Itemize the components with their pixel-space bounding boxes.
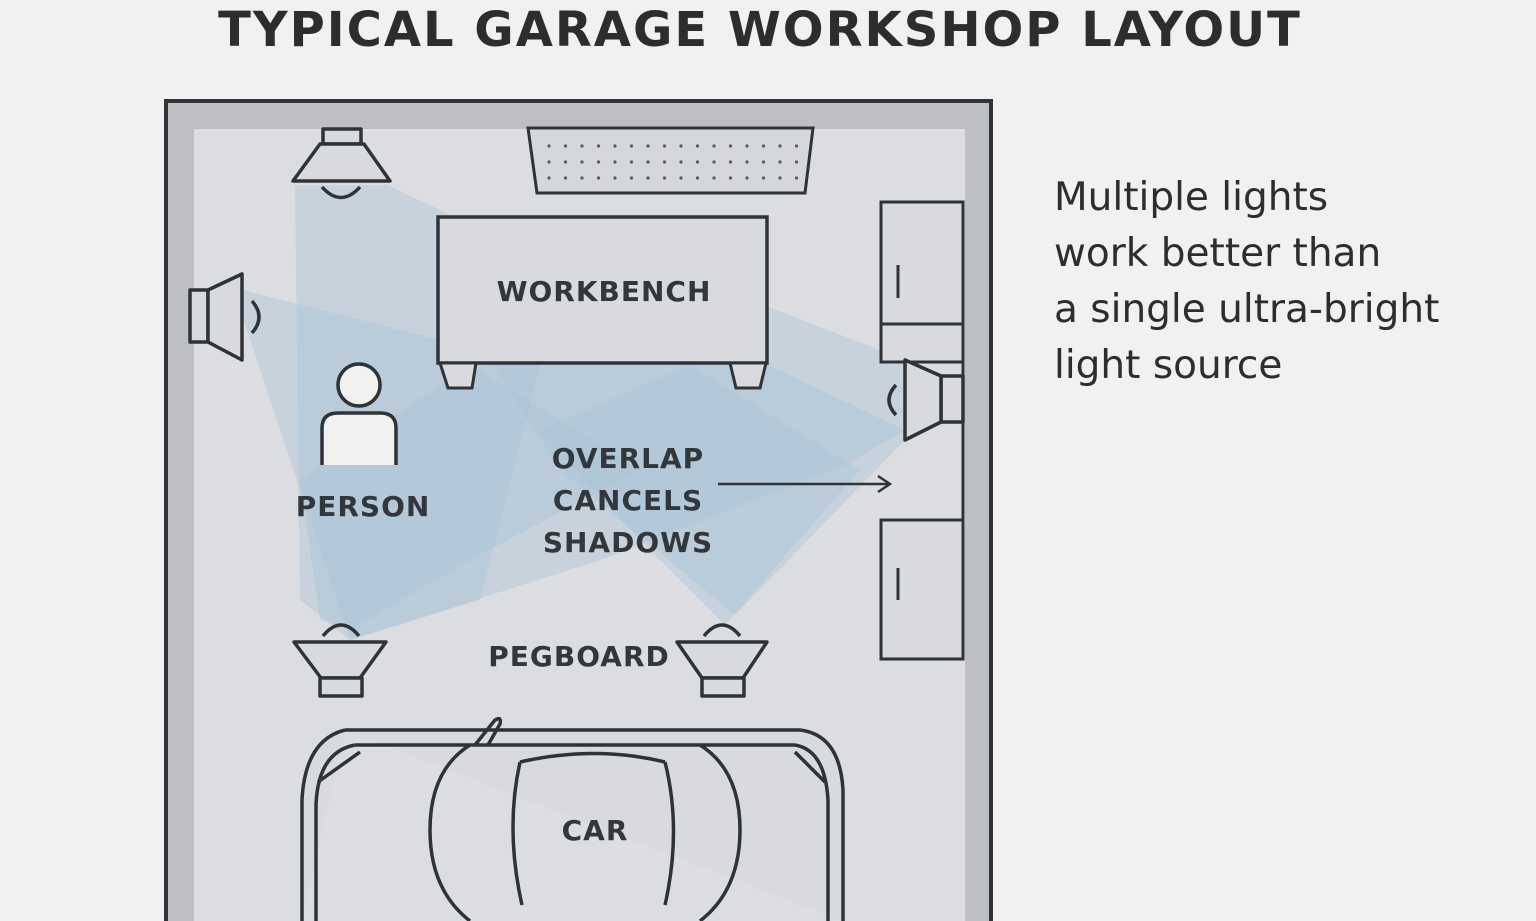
pegboard-hole [580, 160, 584, 164]
wall-light-icon [188, 272, 261, 362]
pegboard-hole [745, 176, 749, 180]
ceiling-light-icon [291, 127, 392, 200]
pegboard-hole [695, 144, 700, 148]
pegboard-hole [596, 144, 601, 148]
pegboard-hole [679, 144, 683, 148]
pegboard-hole [761, 160, 766, 164]
cabinets [879, 200, 965, 661]
pegboard-hole [596, 160, 601, 164]
pegboard-hole [596, 176, 601, 180]
pegboard-hole [794, 144, 799, 148]
pegboard-hole [728, 144, 733, 148]
pegboard-hole [646, 160, 650, 164]
lighting-note: Multiple lights work better than a singl… [1054, 170, 1514, 394]
person-label: PERSON [296, 490, 431, 523]
cabinet-upper [879, 200, 965, 326]
pegboard-hole [761, 176, 766, 180]
car-label: CAR [562, 814, 629, 847]
pegboard-label: PEGBOARD [488, 640, 670, 673]
pegboard-hole [613, 160, 617, 164]
note-line: Multiple lights [1054, 175, 1329, 220]
floor-light-icon [292, 623, 388, 698]
overlap-label-line: SHADOWS [543, 526, 713, 559]
pegboard-hole [662, 160, 667, 164]
arrow-icon [718, 474, 893, 494]
pegboard-hole [745, 160, 749, 164]
pegboard-hole [794, 176, 799, 180]
pegboard [526, 126, 815, 195]
pegboard-hole [712, 176, 716, 180]
floor-light-icon [675, 623, 769, 698]
page-title: TYPICAL GARAGE WORKSHOP LAYOUT [218, 2, 1302, 58]
pegboard-hole [745, 144, 749, 148]
pegboard-hole [646, 144, 650, 148]
pegboard-hole [563, 176, 568, 180]
pegboard-hole [679, 160, 683, 164]
car-icon [300, 716, 845, 921]
pegboard-hole [728, 160, 733, 164]
pegboard-hole [580, 144, 584, 148]
beam-bottom-right [540, 365, 860, 625]
pegboard-hole [761, 144, 766, 148]
pegboard-hole [629, 160, 634, 164]
pegboard-hole [662, 144, 667, 148]
pegboard-hole [629, 144, 634, 148]
note-line: a single ultra-bright [1054, 287, 1440, 332]
pegboard-hole [547, 144, 551, 148]
overlap-label-line: OVERLAP [552, 442, 704, 475]
pegboard-hole [778, 160, 782, 164]
note-line: light source [1054, 343, 1283, 388]
pegboard-hole [646, 176, 650, 180]
pegboard-hole [712, 160, 716, 164]
cabinet-mid [879, 322, 965, 364]
pegboard-hole [695, 160, 700, 164]
pegboard-hole [695, 176, 700, 180]
workbench-label: WORKBENCH [497, 275, 712, 308]
person-icon [320, 362, 398, 465]
pegboard-hole [563, 160, 568, 164]
pegboard-hole [778, 144, 782, 148]
note-line: work better than [1054, 231, 1382, 276]
pegboard-hole [613, 144, 617, 148]
pegboard-hole [728, 176, 733, 180]
wall-light-icon [887, 358, 965, 442]
workbench: WORKBENCH [436, 215, 769, 390]
pegboard-hole [712, 144, 716, 148]
overlap-label-line: CANCELS [553, 484, 703, 517]
pegboard-hole [580, 176, 584, 180]
pegboard-hole [679, 176, 683, 180]
pegboard-hole [547, 160, 551, 164]
pegboard-hole [662, 176, 667, 180]
pegboard-hole [778, 176, 782, 180]
pegboard-hole [547, 176, 551, 180]
cabinet-lower [879, 518, 965, 661]
pegboard-hole [629, 176, 634, 180]
pegboard-hole [794, 160, 799, 164]
pegboard-hole [613, 176, 617, 180]
pegboard-hole [563, 144, 568, 148]
